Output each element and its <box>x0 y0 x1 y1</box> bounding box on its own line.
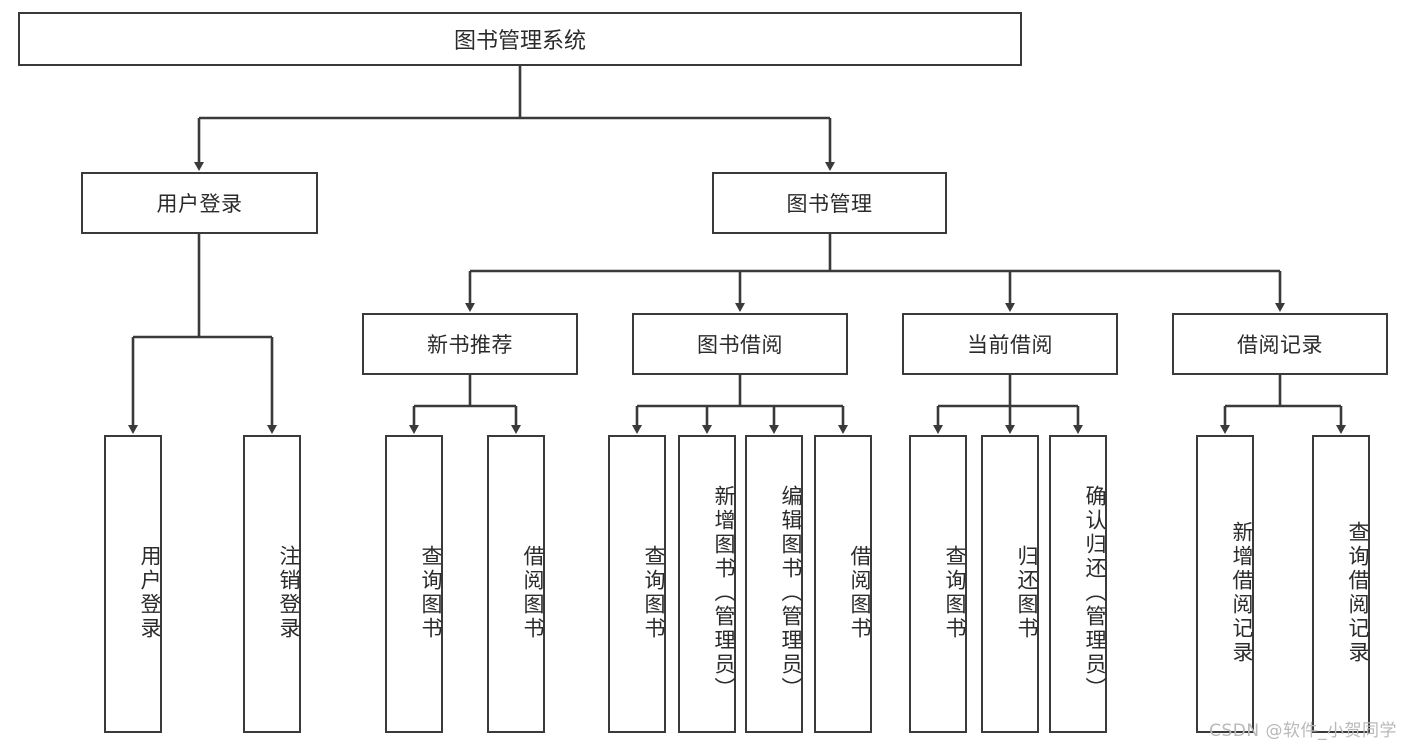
node-leaf-query-book-1-label: 查询图书 <box>419 545 443 641</box>
node-leaf-user-login[interactable]: 用户登录 <box>104 435 162 733</box>
node-leaf-confirm-return-label: 确认归还（管理员） <box>1083 485 1107 701</box>
node-leaf-query-book-3[interactable]: 查询图书 <box>909 435 967 733</box>
node-leaf-borrow-book-2-label: 借阅图书 <box>848 545 872 641</box>
node-root-label: 图书管理系统 <box>453 29 586 54</box>
node-leaf-add-record-label: 新增借阅记录 <box>1230 521 1254 665</box>
node-root[interactable]: 图书管理系统 <box>18 12 1022 66</box>
node-leaf-query-book-2-label: 查询图书 <box>642 545 666 641</box>
node-leaf-edit-book[interactable]: 编辑图书（管理员） <box>745 435 803 733</box>
node-book-borrow-label: 图书借阅 <box>697 333 783 357</box>
node-leaf-borrow-book-2[interactable]: 借阅图书 <box>814 435 872 733</box>
node-leaf-user-logout-label: 注销登录 <box>277 545 301 641</box>
node-current-borrow[interactable]: 当前借阅 <box>902 313 1118 375</box>
node-leaf-add-book[interactable]: 新增图书（管理员） <box>678 435 736 733</box>
node-leaf-query-book-1[interactable]: 查询图书 <box>385 435 443 733</box>
node-leaf-borrow-book-1[interactable]: 借阅图书 <box>487 435 545 733</box>
node-book-manage[interactable]: 图书管理 <box>712 172 947 234</box>
node-leaf-query-book-3-label: 查询图书 <box>943 545 967 641</box>
node-leaf-borrow-book-1-label: 借阅图书 <box>521 545 545 641</box>
node-leaf-query-record[interactable]: 查询借阅记录 <box>1312 435 1370 733</box>
node-borrow-records-label: 借阅记录 <box>1237 333 1323 357</box>
node-current-borrow-label: 当前借阅 <box>967 333 1053 357</box>
node-user-login[interactable]: 用户登录 <box>81 172 318 234</box>
node-leaf-return-book[interactable]: 归还图书 <box>981 435 1039 733</box>
node-new-book-recommend-label: 新书推荐 <box>427 333 513 357</box>
node-leaf-add-book-label: 新增图书（管理员） <box>712 485 736 701</box>
node-leaf-return-book-label: 归还图书 <box>1015 545 1039 641</box>
node-borrow-records[interactable]: 借阅记录 <box>1172 313 1388 375</box>
node-leaf-user-login-label: 用户登录 <box>138 545 162 641</box>
node-book-borrow[interactable]: 图书借阅 <box>632 313 848 375</box>
node-leaf-add-record[interactable]: 新增借阅记录 <box>1196 435 1254 733</box>
node-leaf-confirm-return[interactable]: 确认归还（管理员） <box>1049 435 1107 733</box>
node-user-login-label: 用户登录 <box>156 192 243 216</box>
node-book-manage-label: 图书管理 <box>786 192 873 216</box>
node-leaf-query-record-label: 查询借阅记录 <box>1346 521 1370 665</box>
node-leaf-edit-book-label: 编辑图书（管理员） <box>779 485 803 701</box>
node-leaf-query-book-2[interactable]: 查询图书 <box>608 435 666 733</box>
node-leaf-user-logout[interactable]: 注销登录 <box>243 435 301 733</box>
watermark: CSDN @软件_小贺同学 <box>1209 721 1397 741</box>
node-new-book-recommend[interactable]: 新书推荐 <box>362 313 578 375</box>
